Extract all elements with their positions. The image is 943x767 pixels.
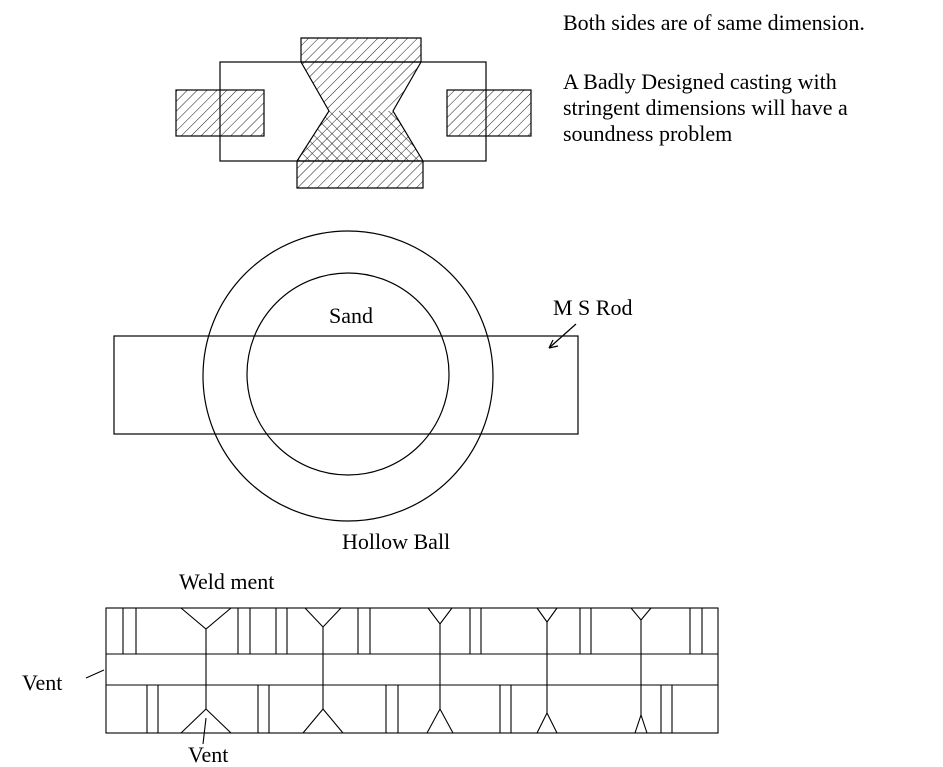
hollow-ball-inner-circle: [246, 272, 450, 476]
bad-design-note-line: stringent dimensions will have a: [563, 95, 848, 120]
same-dimension-note: Both sides are of same dimension.: [563, 10, 865, 35]
vent-bottom-leader: [202, 717, 207, 745]
weld-seam-1: [180, 607, 232, 734]
weld-seam-2: [302, 607, 344, 734]
ms-rod-arrowhead: [548, 339, 559, 349]
casting-figure: [175, 37, 532, 189]
sand-label: Sand: [329, 303, 373, 328]
weld-seam-5: [630, 607, 652, 734]
vent-bottom-label: Vent: [188, 742, 229, 767]
bad-design-note-line: A Badly Designed casting with: [563, 69, 837, 94]
vent-left-label: Vent: [22, 670, 63, 695]
hollow-ball-figure: [113, 230, 579, 522]
weldment-plate: [105, 607, 719, 734]
bad-design-note: A Badly Designed casting with stringent …: [563, 69, 848, 147]
bad-design-note-line: soundness problem: [563, 121, 733, 146]
lower-dividers: [146, 685, 673, 733]
weldment-figure: [85, 607, 719, 745]
left-side-block: [175, 89, 265, 137]
ms-rod-label: M S Rod: [553, 295, 633, 320]
weld-seam-3: [426, 607, 454, 734]
weld-seam-4: [536, 607, 558, 734]
right-side-block: [446, 89, 532, 137]
hollow-ball-outer-circle: [202, 230, 494, 522]
vent-left-leader: [85, 669, 105, 679]
ms-rod-leader: [548, 323, 577, 349]
upper-dividers: [122, 608, 703, 654]
center-core-hatch: [297, 111, 423, 161]
hollow-ball-label: Hollow Ball: [342, 529, 451, 554]
ms-rod: [113, 335, 579, 435]
weld-ment-label: Weld ment: [179, 569, 275, 594]
